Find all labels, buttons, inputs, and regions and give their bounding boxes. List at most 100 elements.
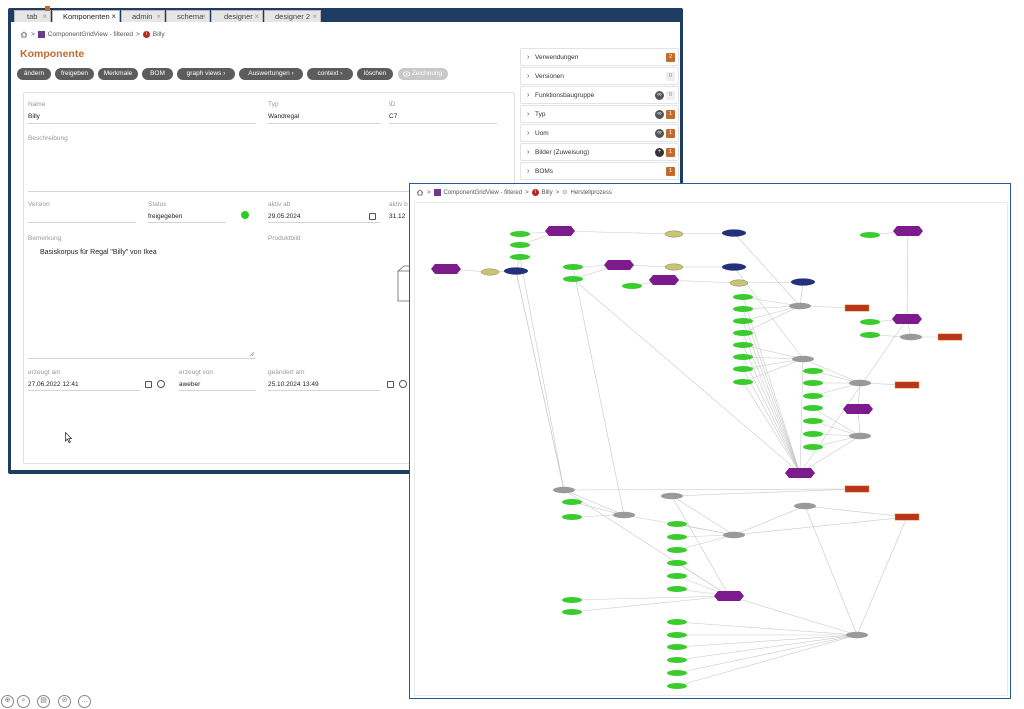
graph-node[interactable] bbox=[794, 502, 816, 510]
resize-handle-icon[interactable] bbox=[249, 351, 255, 357]
graph-node[interactable] bbox=[733, 306, 753, 312]
graph-node[interactable] bbox=[510, 254, 530, 260]
graph-node[interactable] bbox=[789, 302, 811, 310]
graph-node[interactable] bbox=[667, 657, 687, 663]
home-icon[interactable] bbox=[416, 189, 424, 196]
graph-node[interactable] bbox=[553, 486, 575, 494]
graph-node[interactable] bbox=[664, 230, 684, 238]
tab-admin[interactable]: admin× bbox=[121, 10, 165, 22]
process-graph[interactable] bbox=[415, 203, 1005, 693]
close-icon[interactable]: × bbox=[111, 12, 116, 21]
tab-komponenten[interactable]: Komponenten× bbox=[52, 10, 120, 22]
graph-node[interactable] bbox=[613, 511, 635, 519]
plus-icon[interactable]: + bbox=[655, 148, 664, 157]
calendar-icon[interactable] bbox=[387, 381, 394, 388]
close-icon[interactable]: × bbox=[254, 12, 259, 21]
graph-node[interactable] bbox=[860, 319, 880, 325]
tab-designer[interactable]: designer× bbox=[211, 10, 263, 22]
graph-node[interactable] bbox=[562, 514, 582, 520]
graph-node[interactable] bbox=[510, 231, 530, 237]
link-icon[interactable]: ∞ bbox=[655, 129, 664, 138]
graph-node[interactable] bbox=[733, 366, 753, 372]
breadcrumb-item[interactable]: Billy bbox=[541, 189, 553, 196]
graph-node[interactable] bbox=[849, 432, 871, 440]
graph-node[interactable] bbox=[722, 263, 746, 271]
graph-node[interactable] bbox=[667, 619, 687, 625]
graph-node[interactable] bbox=[892, 314, 922, 324]
graph-node[interactable] bbox=[667, 632, 687, 638]
aendern-button[interactable]: ändern bbox=[17, 68, 51, 80]
graph-node[interactable] bbox=[667, 586, 687, 592]
graph-node[interactable] bbox=[900, 333, 922, 341]
beschreibung-field[interactable] bbox=[28, 191, 497, 192]
graph-node[interactable] bbox=[844, 304, 870, 312]
link-icon[interactable]: ∞ bbox=[655, 91, 664, 100]
graph-node[interactable] bbox=[667, 683, 687, 689]
breadcrumb-view[interactable]: ComponentGridView - filtered bbox=[47, 31, 133, 38]
graph-node[interactable] bbox=[894, 513, 920, 521]
graph-node[interactable] bbox=[792, 355, 814, 363]
graph-node[interactable] bbox=[733, 318, 753, 324]
graph-node[interactable] bbox=[846, 631, 868, 639]
close-icon[interactable]: × bbox=[201, 12, 206, 21]
graph-node[interactable] bbox=[562, 597, 582, 603]
tab-designer-2[interactable]: designer 2× bbox=[264, 10, 321, 22]
link-icon[interactable]: ∞ bbox=[655, 110, 664, 119]
graph-node[interactable] bbox=[803, 405, 823, 411]
graph-node[interactable] bbox=[667, 560, 687, 566]
graph-node[interactable] bbox=[791, 278, 815, 286]
graph-node[interactable] bbox=[785, 468, 815, 478]
typ-field[interactable]: Wandregal bbox=[268, 113, 300, 120]
bemerkung-field[interactable]: Basiskorpus für Regal "Billy" von Ikea bbox=[40, 249, 157, 256]
graph-node[interactable] bbox=[661, 492, 683, 500]
print-icon[interactable]: ▤ bbox=[37, 695, 50, 708]
graph-node[interactable] bbox=[562, 609, 582, 615]
graph-views-button[interactable]: graph views › bbox=[177, 68, 235, 80]
graph-node[interactable] bbox=[860, 332, 880, 338]
graph-node[interactable] bbox=[849, 379, 871, 387]
close-icon[interactable]: × bbox=[312, 12, 317, 21]
aktiv-ab-field[interactable]: 29.05.2024 bbox=[268, 213, 301, 220]
sidebar-item-uom[interactable]: ›Uom∞1 bbox=[520, 124, 679, 142]
clock-icon[interactable] bbox=[157, 380, 165, 388]
home-icon[interactable] bbox=[20, 31, 28, 38]
graph-node[interactable] bbox=[733, 294, 753, 300]
graph-node[interactable] bbox=[431, 264, 461, 274]
graph-node[interactable] bbox=[893, 226, 923, 236]
freigeben-button[interactable]: freigeben bbox=[55, 68, 94, 80]
clock-icon[interactable] bbox=[399, 380, 407, 388]
graph-node[interactable] bbox=[562, 499, 582, 505]
graph-node[interactable] bbox=[894, 381, 920, 389]
graph-node[interactable] bbox=[844, 485, 870, 493]
aktiv-bis-field[interactable]: 31.12 bbox=[389, 213, 406, 220]
graph-node[interactable] bbox=[733, 342, 753, 348]
graph-node[interactable] bbox=[504, 267, 528, 275]
close-icon[interactable]: × bbox=[42, 12, 47, 21]
merkmale-button[interactable]: Merkmale bbox=[98, 68, 138, 80]
sidebar-item-funktionsbaugruppe[interactable]: ›Funktionsbaugruppe∞0 bbox=[520, 86, 679, 104]
sidebar-item-bilder[interactable]: ›Bilder (Zuweisung)+1 bbox=[520, 143, 679, 161]
graph-node[interactable] bbox=[667, 521, 687, 527]
graph-node[interactable] bbox=[937, 333, 963, 341]
graph-node[interactable] bbox=[510, 242, 530, 248]
zoom-fit-icon[interactable]: ⊕ bbox=[1, 695, 14, 708]
version-field[interactable] bbox=[28, 222, 136, 223]
graph-node[interactable] bbox=[667, 670, 687, 676]
graph-node[interactable] bbox=[545, 226, 575, 236]
graph-node[interactable] bbox=[860, 232, 880, 238]
graph-node[interactable] bbox=[803, 418, 823, 424]
graph-node[interactable] bbox=[604, 260, 634, 270]
graph-node[interactable] bbox=[649, 275, 679, 285]
tab-schema[interactable]: schema× bbox=[166, 10, 210, 22]
more-icon[interactable]: … bbox=[78, 695, 91, 708]
auswertungen-button[interactable]: Auswertungen › bbox=[239, 68, 303, 80]
tab-tab[interactable]: tab× bbox=[14, 10, 51, 22]
graph-node[interactable] bbox=[803, 380, 823, 386]
graph-node[interactable] bbox=[667, 573, 687, 579]
graph-node[interactable] bbox=[733, 354, 753, 360]
bom-button[interactable]: BOM bbox=[142, 68, 173, 80]
graph-node[interactable] bbox=[714, 591, 744, 601]
calendar-icon[interactable] bbox=[369, 213, 376, 220]
